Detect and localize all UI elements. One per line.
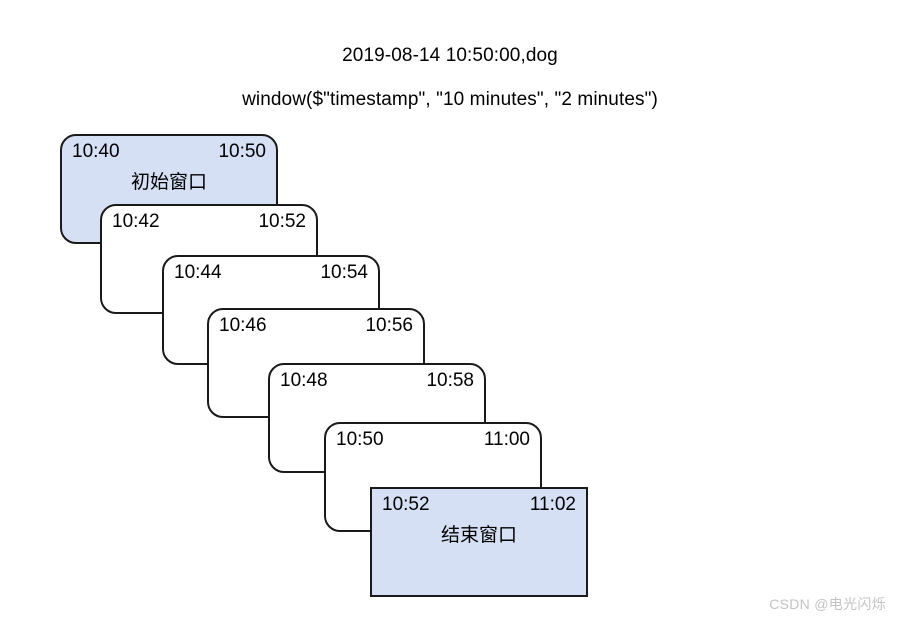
csdn-watermark: CSDN @电光闪烁 — [769, 596, 886, 612]
window-box-6-times: 10:50 11:00 — [336, 429, 530, 451]
window-box-4-times: 10:46 10:56 — [219, 315, 413, 337]
window-box-7-times: 10:52 11:02 — [382, 494, 576, 516]
window-box-5-end: 10:58 — [426, 370, 474, 391]
window-box-3-end: 10:54 — [320, 262, 368, 283]
window-box-2-times: 10:42 10:52 — [112, 211, 306, 233]
window-box-2-start: 10:42 — [112, 211, 160, 232]
window-box-3-start: 10:44 — [174, 262, 222, 283]
window-box-1-times: 10:40 10:50 — [72, 141, 266, 163]
window-box-1-start: 10:40 — [72, 141, 120, 162]
window-box-2-end: 10:52 — [258, 211, 306, 232]
window-box-7: 10:52 11:02 结束窗口 — [370, 487, 588, 597]
window-box-5-times: 10:48 10:58 — [280, 370, 474, 392]
window-box-5-start: 10:48 — [280, 370, 328, 391]
window-box-1-end: 10:50 — [218, 141, 266, 162]
window-box-6-start: 10:50 — [336, 429, 384, 450]
window-box-4-start: 10:46 — [219, 315, 267, 336]
window-box-7-caption: 结束窗口 — [440, 525, 517, 546]
window-box-6-end: 11:00 — [483, 429, 530, 450]
window-box-7-end: 11:02 — [529, 494, 576, 515]
window-box-3-times: 10:44 10:54 — [174, 262, 368, 284]
window-box-7-start: 10:52 — [382, 494, 430, 515]
window-box-4-end: 10:56 — [365, 315, 413, 336]
window-expression-title: window($"timestamp", "10 minutes", "2 mi… — [242, 89, 658, 110]
record-title: 2019-08-14 10:50:00,dog — [342, 45, 558, 66]
window-box-1-caption: 初始窗口 — [130, 172, 207, 193]
